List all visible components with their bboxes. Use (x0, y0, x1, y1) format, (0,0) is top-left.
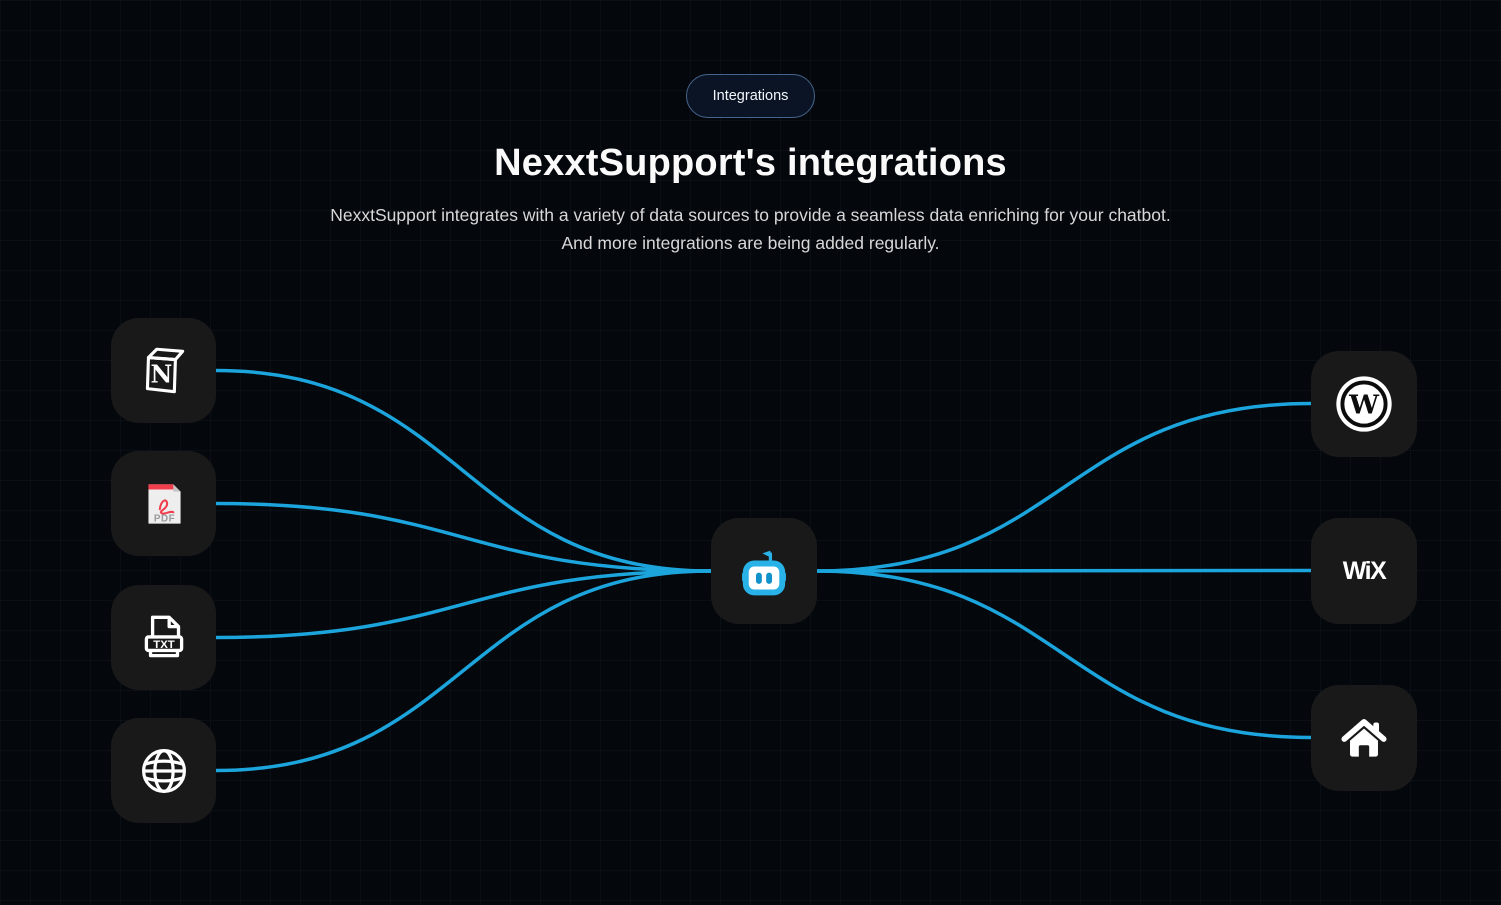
page-subtitle: NexxtSupport integrates with a variety o… (330, 201, 1170, 257)
wordpress-letter: W (1348, 389, 1380, 420)
txt-file-icon: TXT (144, 615, 183, 657)
wix-icon: WiX (1342, 556, 1387, 585)
globe-icon (141, 748, 186, 793)
connection-bot-to-wix (815, 568, 1313, 573)
chatbot-icon (742, 550, 786, 596)
connection-web-to-bot (214, 569, 713, 773)
page-title: NexxtSupport's integrations (494, 142, 1007, 184)
connection-pdf-to-bot (214, 501, 713, 573)
pdf-label: PDF (153, 513, 174, 524)
integration-card-wix: WiX (1311, 518, 1417, 624)
connection-txt-to-bot (214, 569, 713, 640)
subtitle-line-1: NexxtSupport integrates with a variety o… (330, 205, 1171, 225)
connection-notion-to-bot (214, 368, 713, 573)
integrations-badge-label: Integrations (712, 88, 789, 104)
notion-letter: N (150, 360, 172, 388)
hero-section: Integrations NexxtSupport's integrations… (0, 0, 1501, 257)
home-icon (1341, 719, 1387, 757)
integration-card-home (1311, 685, 1417, 791)
wordpress-icon: W (1336, 376, 1392, 432)
connection-bot-to-wordpress (815, 401, 1313, 573)
integration-card-notion: N (111, 318, 216, 423)
subtitle-line-2: And more integrations are being added re… (561, 233, 940, 253)
pdf-file-icon: PDF (147, 483, 181, 524)
integration-card-pdf: PDF (111, 451, 216, 556)
integration-card-wordpress: W (1311, 351, 1417, 457)
integrations-badge: Integrations (685, 74, 816, 118)
connection-bot-to-home (815, 569, 1313, 740)
txt-label: TXT (153, 638, 175, 650)
integration-card-web (111, 718, 216, 823)
notion-icon: N (145, 347, 184, 393)
center-card-chatbot (711, 518, 817, 624)
integration-card-txt: TXT (111, 585, 216, 690)
